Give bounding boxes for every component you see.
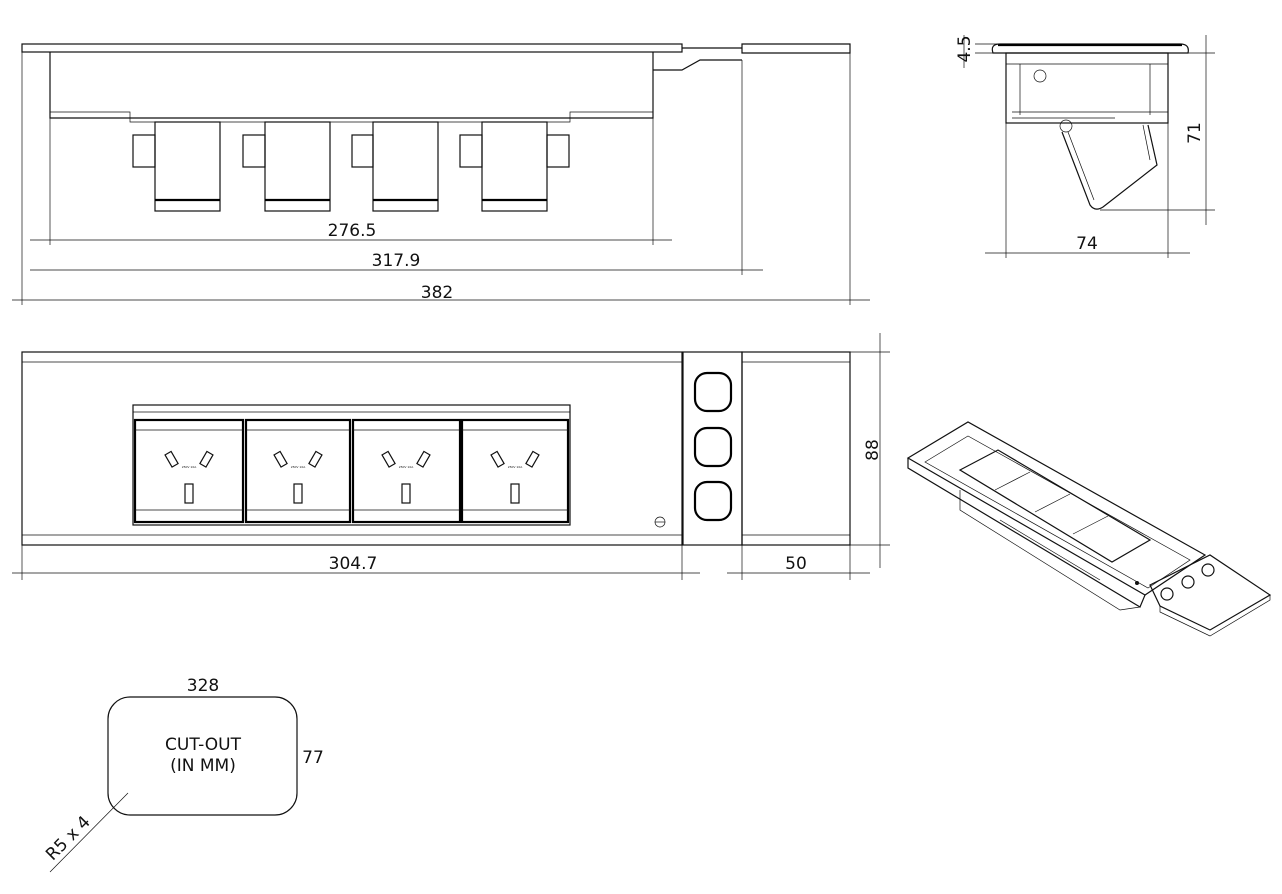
- side-view: 74 71 4.5: [955, 35, 1215, 258]
- dim-304-7: 304.7: [329, 554, 378, 574]
- cutout-length: 328: [187, 676, 219, 696]
- socket-bodies: [132, 121, 570, 212]
- corner-radius: R5 x 4: [42, 812, 95, 865]
- cutout-label: CUT-OUT: [165, 735, 242, 755]
- dim-74: 74: [1076, 234, 1098, 254]
- socket-2: [244, 418, 352, 524]
- dim-71: 71: [1185, 122, 1205, 144]
- front-elevation: 276.5 317.9 382: [12, 43, 870, 305]
- plan-view: 250V 10A 250V 10A 250V 10A 250V 10A 304.…: [12, 333, 890, 580]
- socket-3: [351, 418, 462, 524]
- isometric-view: [906, 421, 1272, 637]
- socket-1: [133, 418, 245, 524]
- socket-modules: 250V 10A 250V 10A 250V 10A 250V 10A: [133, 418, 570, 524]
- svg-text:250V 10A: 250V 10A: [399, 465, 415, 469]
- svg-text:250V 10A: 250V 10A: [182, 465, 198, 469]
- dim-88: 88: [863, 439, 883, 461]
- dim-4-5: 4.5: [955, 35, 975, 62]
- svg-text:250V 10A: 250V 10A: [291, 465, 307, 469]
- cutout-width: 77: [302, 748, 324, 768]
- dim-50: 50: [785, 554, 807, 574]
- dim-276-5: 276.5: [328, 221, 377, 241]
- dim-382: 382: [421, 283, 453, 303]
- dim-317-9: 317.9: [372, 251, 421, 271]
- svg-text:250V 10A: 250V 10A: [508, 465, 524, 469]
- cutout-units: (IN MM): [170, 756, 236, 776]
- cutout-detail: 328 77 CUT-OUT (IN MM) R5 x 4: [42, 676, 324, 873]
- dimension-lines: 276.5 317.9 382: [12, 221, 870, 303]
- socket-4: [460, 418, 570, 524]
